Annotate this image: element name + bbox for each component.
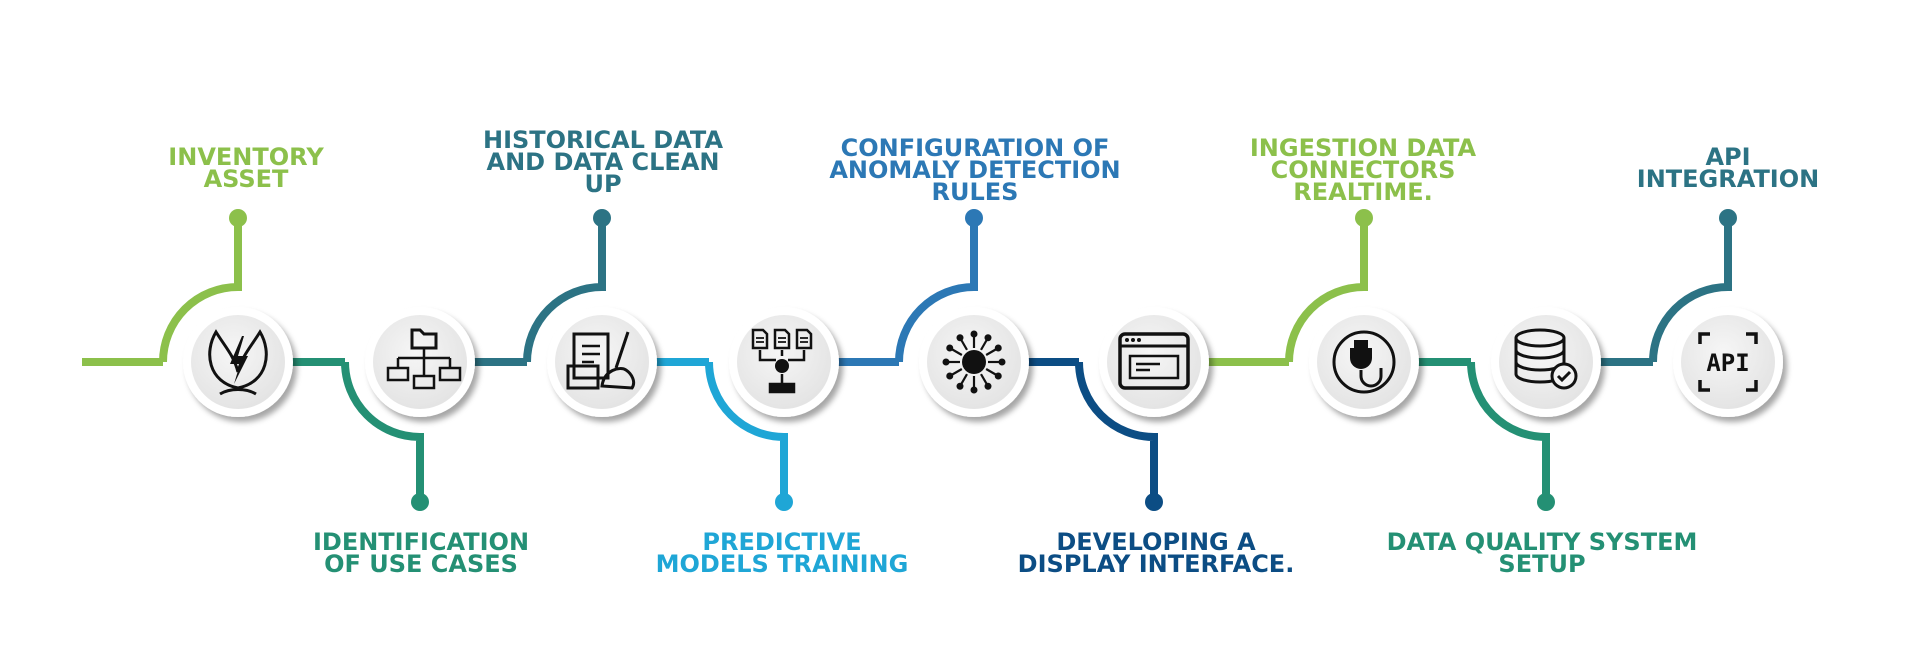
step-node-3 [547, 307, 657, 417]
step-node-7 [1309, 307, 1419, 417]
connector-1 [82, 209, 247, 366]
connector-5 [834, 209, 983, 366]
connector-6 [1024, 358, 1163, 511]
api-icon: API [1698, 332, 1758, 392]
step-node-2 [365, 307, 475, 417]
connector-3 [470, 209, 611, 366]
step-label-identification-use-cases: IDENTIFICATION OF USE CASES [312, 528, 530, 578]
connector-2 [288, 358, 429, 511]
connector-7 [1204, 209, 1373, 366]
step-node-5 [919, 307, 1029, 417]
step-dot-4 [775, 493, 793, 511]
step-dot-1 [229, 209, 247, 227]
folder-hierarchy-icon [386, 328, 462, 390]
timeline-connectors [82, 209, 1737, 511]
step-label-data-quality: DATA QUALITY SYSTEM SETUP [1386, 528, 1698, 578]
step-label-predictive-models: PREDICTIVE MODELS TRAINING [655, 528, 909, 578]
step-dot-3 [593, 209, 611, 227]
step-label-api-integration: API INTEGRATION [1636, 143, 1820, 193]
step-label-anomaly-detection: CONFIGURATION OF ANOMALY DETECTION RULES [829, 134, 1121, 206]
step-dot-9 [1719, 209, 1737, 227]
usb-connector-icon [1332, 330, 1396, 394]
step-node-9: API [1673, 307, 1783, 417]
database-check-icon [1514, 328, 1578, 390]
step-node-4 [729, 307, 839, 417]
document-cleaning-icon [566, 331, 636, 390]
step-label-inventory-asset: INVENTORY ASSET [168, 143, 324, 193]
step-dot-8 [1537, 493, 1555, 511]
anomaly-network-icon [942, 330, 1006, 394]
step-node-6 [1099, 307, 1209, 417]
step-label-historical-data: HISTORICAL DATA AND DATA CLEAN UP [482, 126, 724, 198]
step-dot-7 [1355, 209, 1373, 227]
timeline-nodes: API [183, 307, 1783, 417]
step-dot-6 [1145, 493, 1163, 511]
connector-8 [1414, 358, 1555, 511]
step-dot-5 [965, 209, 983, 227]
connector-4 [652, 358, 793, 511]
step-label-display-interface: DEVELOPING A DISPLAY INTERFACE. [1017, 528, 1295, 578]
leaf-bolt-icon [208, 329, 268, 396]
step-node-8 [1491, 307, 1601, 417]
step-node-1 [183, 307, 293, 417]
connector-9 [1596, 209, 1737, 366]
step-dot-2 [411, 493, 429, 511]
step-label-ingestion-connectors: INGESTION DATA CONNECTORS REALTIME. [1249, 134, 1477, 206]
model-training-icon [751, 328, 813, 394]
svg-text:API: API [1706, 349, 1749, 377]
browser-window-icon [1118, 332, 1190, 390]
